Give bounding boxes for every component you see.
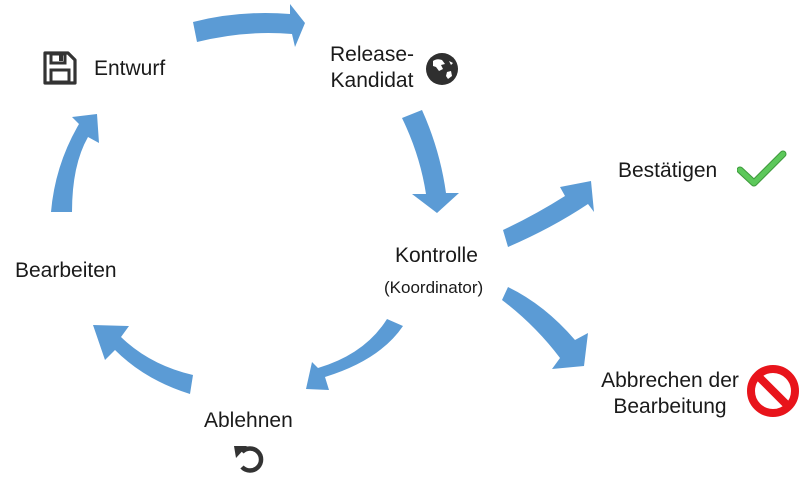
arrow-entwurf-to-release <box>193 4 305 47</box>
node-release-kandidat-label: Release- Kandidat <box>322 42 422 94</box>
node-release-line2: Kandidat <box>330 69 414 92</box>
node-bearbeiten-label: Bearbeiten <box>15 259 117 282</box>
node-abbrechen-label: Abbrechen der Bearbeitung <box>596 368 744 420</box>
node-entwurf-label: Entwurf <box>94 57 166 80</box>
node-release-line1: Release- <box>329 43 415 66</box>
undo-icon <box>232 439 268 480</box>
node-abbrechen-line2: Bearbeitung <box>613 395 727 418</box>
node-bestaetigen-label: Bestätigen <box>618 159 718 182</box>
arrow-kontrolle-to-ablehnen <box>306 319 403 390</box>
node-ablehnen-label: Ablehnen <box>204 409 293 432</box>
prohibited-icon <box>746 364 800 423</box>
node-abbrechen-line1: Abbrechen der <box>601 369 739 392</box>
node-kontrolle-label: Kontrolle <box>395 244 478 267</box>
floppy-disk-icon <box>43 51 77 90</box>
globe-icon <box>425 52 459 91</box>
arrow-bearbeiten-to-entwurf <box>51 114 99 212</box>
arrow-release-to-kontrolle <box>402 110 459 213</box>
arrow-ablehnen-to-bearbeiten <box>93 325 193 394</box>
node-kontrolle-sublabel: (Koordinator) <box>384 278 484 297</box>
arrow-kontrolle-to-abbrechen <box>502 287 588 369</box>
checkmark-icon <box>736 150 787 193</box>
arrow-kontrolle-to-bestaetigen <box>503 181 594 247</box>
